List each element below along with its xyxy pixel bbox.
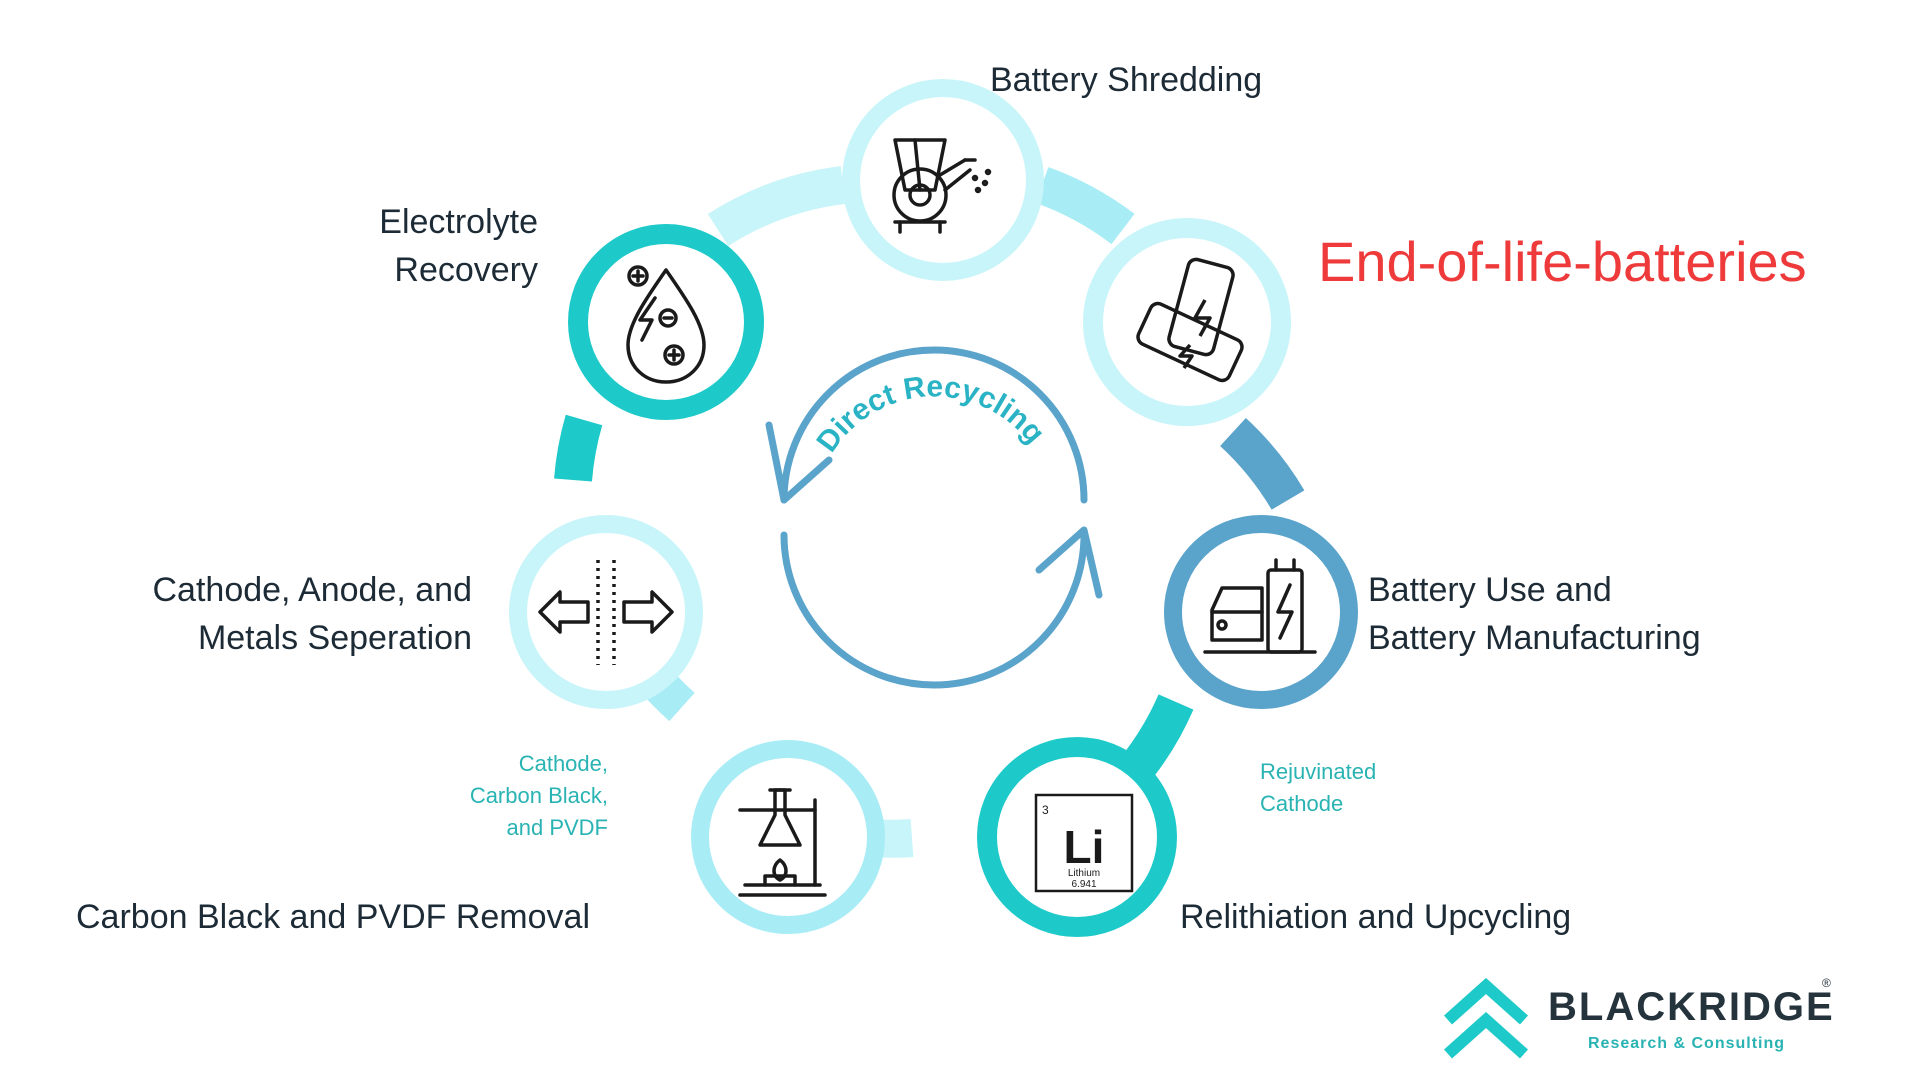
- svg-text:Lithium: Lithium: [1068, 868, 1100, 879]
- label-line: Battery Manufacturing: [1368, 619, 1701, 657]
- lithium-element-icon: 3 Li Lithium 6.941: [1034, 793, 1134, 893]
- blackridge-logo: BLACKRIDGE ® Research & Consulting: [1440, 976, 1840, 1068]
- svg-text:3: 3: [1042, 803, 1049, 817]
- label-line: Metals Seperation: [197, 619, 472, 657]
- annotation-line: and PVDF: [506, 815, 609, 840]
- logo-tagline: Research & Consulting: [1588, 1035, 1786, 1052]
- cycle-arrow-bottom-head: [1035, 526, 1103, 599]
- node-cathode-anode-metals-separation: [509, 515, 703, 709]
- node-battery-use-manufacturing: [1164, 515, 1358, 709]
- label-line: Battery Shredding: [990, 61, 1263, 99]
- annotation-cathode-carbon-pvdf: Cathode, Carbon Black, and PVDF: [440, 748, 608, 844]
- batteries-icon: [1136, 257, 1244, 383]
- label-use-manufacturing: Battery Use and Battery Manufacturing: [1368, 566, 1701, 662]
- flask-burner-icon: [738, 788, 827, 897]
- node-carbon-black-pvdf-removal: [691, 740, 885, 934]
- diagram-title: End-of-life-batteries: [1318, 230, 1807, 293]
- node-electrolyte-recovery: [568, 224, 764, 420]
- annotation-rejuvinated-cathode: Rejuvinated Cathode: [1260, 756, 1376, 820]
- label-electrolyte-recovery: Electrolyte Recovery: [340, 198, 538, 294]
- label-separation: Cathode, Anode, and Metals Seperation: [80, 566, 473, 662]
- label-line: Carbon Black and PVDF Removal: [76, 898, 591, 936]
- electrolyte-drop-icon: [626, 265, 706, 384]
- node-relithiation-upcycling: 3 Li Lithium 6.941: [977, 737, 1177, 937]
- label-battery-shredding: Battery Shredding: [990, 56, 1262, 104]
- label-carbon-black-removal: Carbon Black and PVDF Removal: [76, 893, 590, 941]
- cycle-arrow-top: [780, 346, 1088, 504]
- annotation-line: Cathode: [1260, 791, 1344, 816]
- label-line: Recovery: [394, 251, 538, 289]
- svg-text:6.941: 6.941: [1071, 879, 1096, 890]
- logo-name: BLACKRIDGE: [1548, 985, 1835, 1029]
- electric-car-charging-icon: [1203, 558, 1317, 654]
- direct-recycling-cycle-arrows: [765, 346, 1103, 689]
- cycle-arrow-bottom: [780, 531, 1088, 689]
- center-label: Direct Recycling: [810, 370, 1051, 458]
- ring-segment-eol-to-use: [1219, 418, 1305, 510]
- node-battery-shredding: [842, 79, 1044, 281]
- blackridge-logo-mark-icon: [1443, 977, 1529, 1059]
- label-line: Relithiation and Upcycling: [1180, 898, 1572, 936]
- logo-registered-mark: ®: [1822, 976, 1831, 990]
- annotation-line: Rejuvinated: [1260, 759, 1377, 784]
- svg-text:Li: Li: [1064, 821, 1105, 873]
- ring-segment-electrolyte-to-shredding: [707, 166, 846, 247]
- label-line: Electrolyte: [379, 203, 538, 241]
- ring-segment-shredding-to-eol: [1035, 167, 1135, 245]
- cycle-arrow-top-head: [765, 421, 833, 504]
- node-end-of-life-batteries: [1083, 218, 1291, 426]
- separation-arrows-icon: [538, 560, 674, 665]
- shredder-icon: [892, 138, 992, 234]
- annotation-line: Cathode,: [518, 751, 608, 776]
- annotation-line: Carbon Black,: [469, 783, 608, 808]
- label-line: Battery Use and: [1368, 571, 1612, 609]
- label-relithiation: Relithiation and Upcycling: [1180, 893, 1571, 941]
- label-line: Cathode, Anode, and: [152, 571, 473, 609]
- ring-segment-sep-to-electrolyte: [554, 414, 603, 482]
